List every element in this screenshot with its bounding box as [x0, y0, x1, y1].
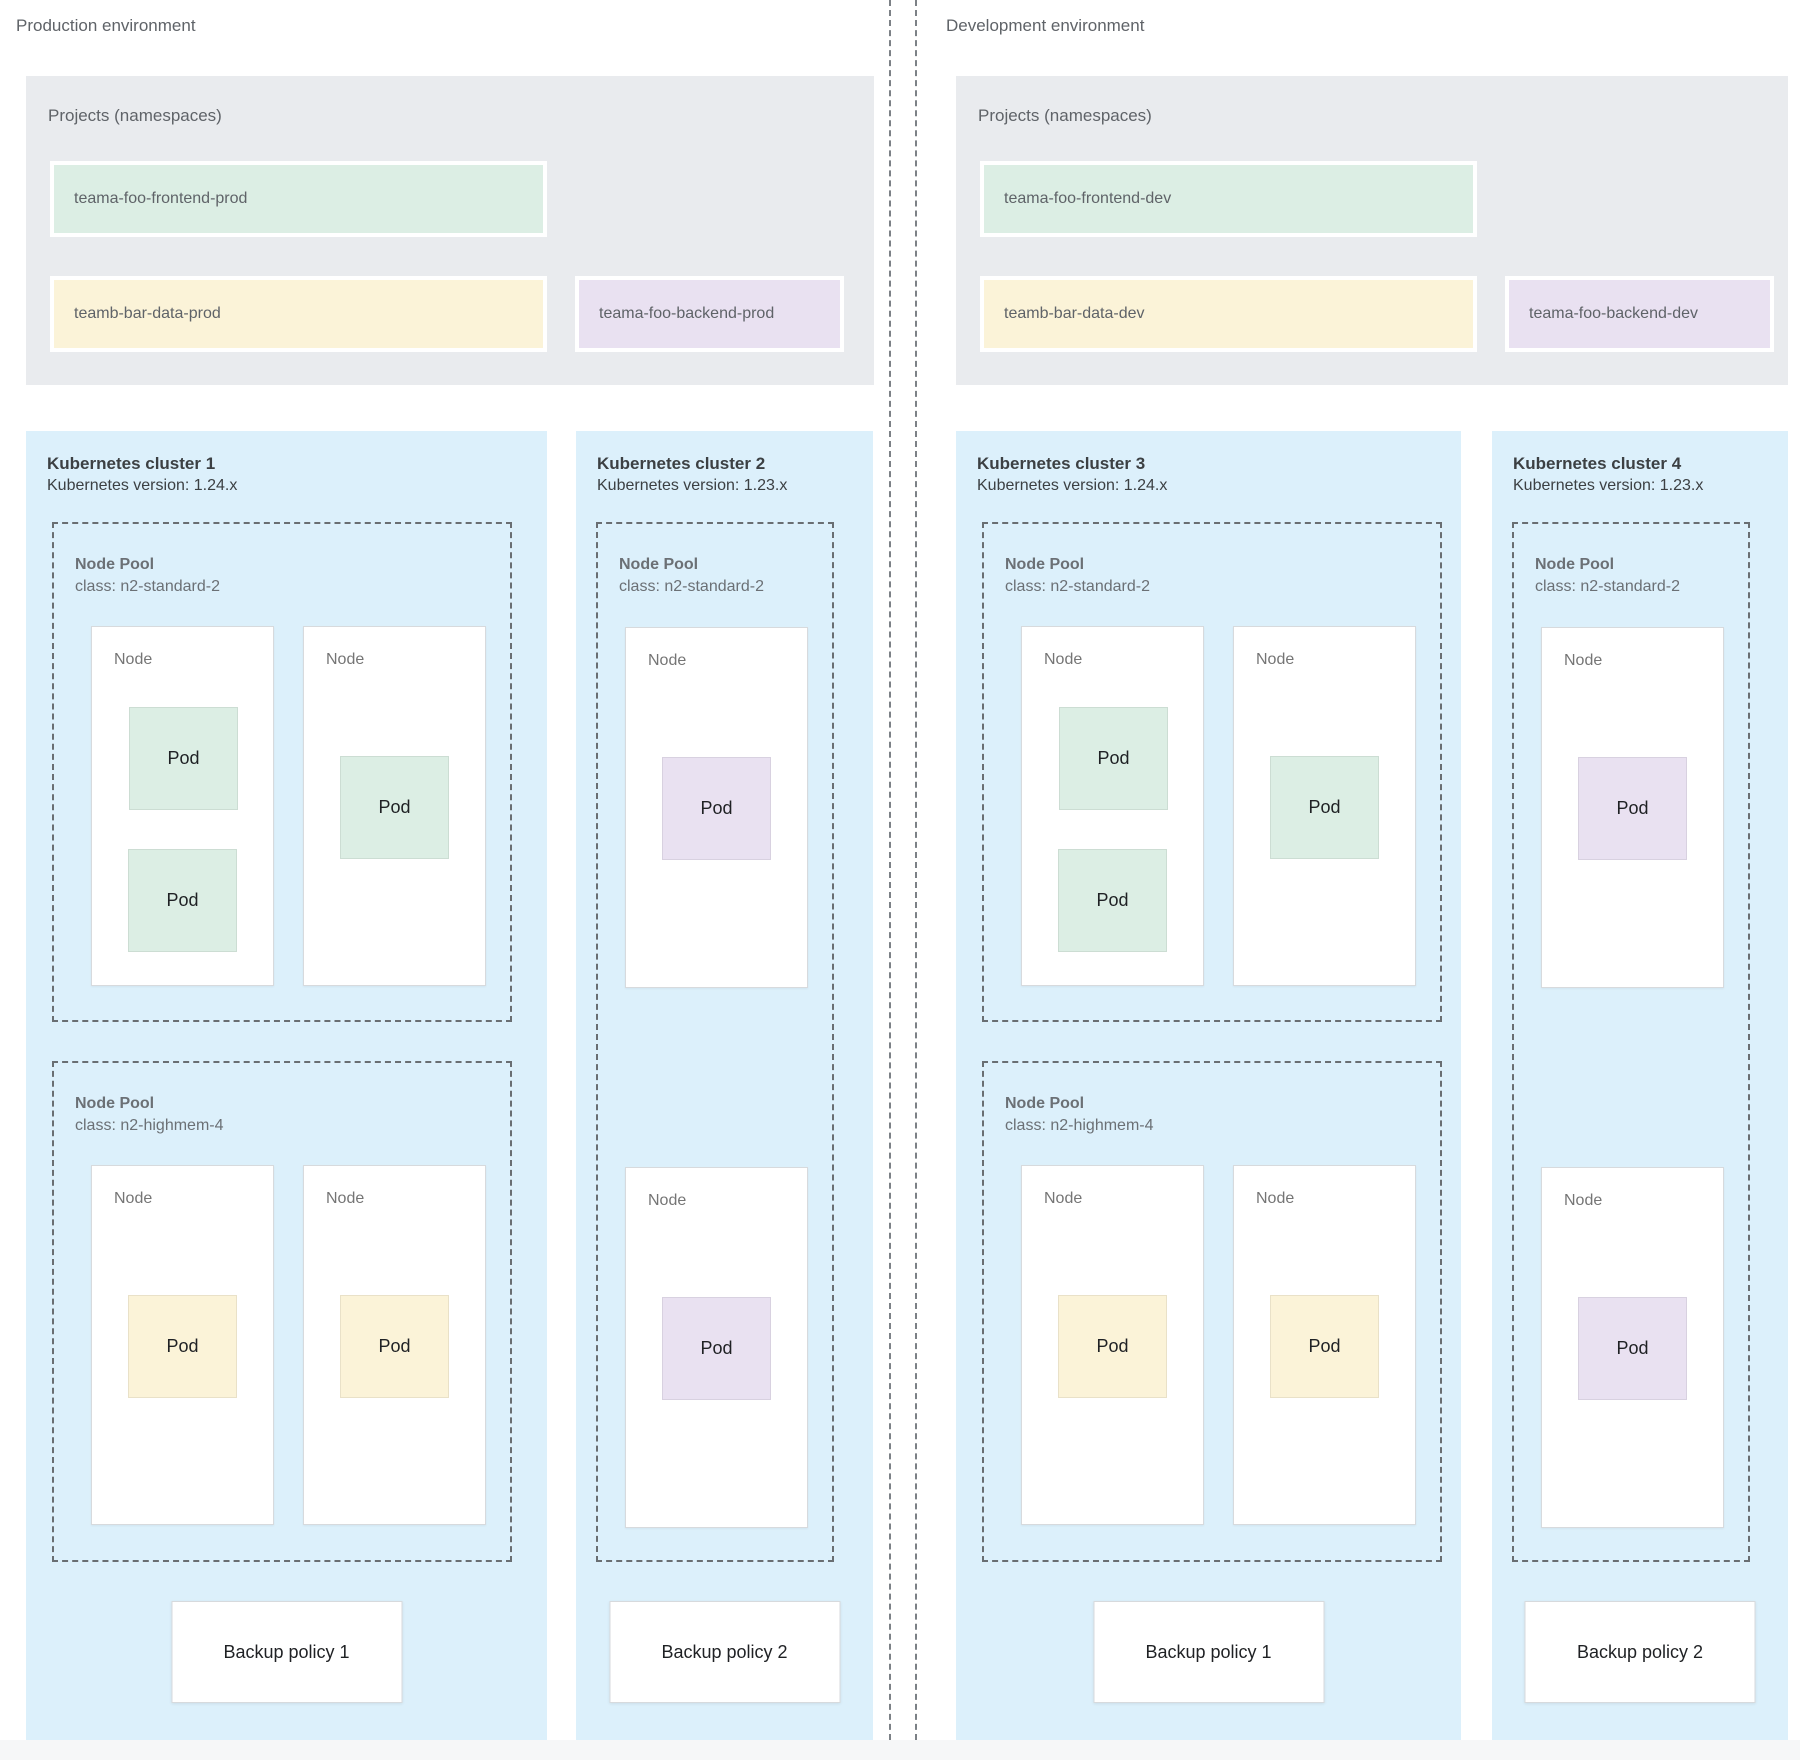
cluster-header: Kubernetes cluster 2 Kubernetes version:… [597, 453, 787, 497]
cluster-header: Kubernetes cluster 3 Kubernetes version:… [977, 453, 1167, 497]
node-label: Node [326, 1190, 365, 1207]
node-label: Node [1564, 652, 1603, 669]
node-box: Node Pod [303, 626, 486, 986]
cluster-header: Kubernetes cluster 1 Kubernetes version:… [47, 453, 237, 497]
node-box: Node Pod Pod [91, 626, 274, 986]
cluster-version: Kubernetes version: 1.23.x [597, 477, 788, 495]
node-pool-name: Node Pool [1005, 1095, 1085, 1112]
node-pool-label: Node Pool class: n2-standard-2 [75, 554, 220, 597]
kubernetes-cluster-card: Kubernetes cluster 1 Kubernetes version:… [26, 431, 547, 1740]
pod-box: Pod [128, 849, 237, 952]
cluster-header: Kubernetes cluster 4 Kubernetes version:… [1513, 453, 1703, 497]
kubernetes-cluster-card: Kubernetes cluster 3 Kubernetes version:… [956, 431, 1461, 1740]
node-box: Node Pod [303, 1165, 486, 1525]
node-label: Node [114, 1190, 153, 1207]
cluster-title: Kubernetes cluster 2 [597, 454, 766, 473]
node-pool: Node Pool class: n2-highmem-4 Node Pod N… [52, 1061, 512, 1562]
pod-box: Pod [340, 1295, 449, 1398]
node-box: Node Pod Pod [1021, 626, 1204, 986]
pod-box: Pod [1578, 757, 1687, 860]
node-pool: Node Pool class: n2-standard-2 Node Pod … [982, 522, 1442, 1022]
node-pool-label: Node Pool class: n2-highmem-4 [1005, 1093, 1154, 1136]
projects-namespaces-panel: Projects (namespaces) teama-foo-frontend… [26, 76, 874, 385]
panel-title: Projects (namespaces) [978, 106, 1152, 125]
node-label: Node [1256, 1190, 1295, 1207]
node-pool-name: Node Pool [75, 1095, 155, 1112]
pod-box: Pod [340, 756, 449, 859]
node-pool-name: Node Pool [1535, 556, 1615, 573]
node-label: Node [1564, 1192, 1603, 1209]
node-pool-name: Node Pool [75, 556, 155, 573]
pod-box: Pod [1058, 849, 1167, 952]
pod-box: Pod [1059, 707, 1168, 810]
backup-policy-box: Backup policy 1 [171, 1601, 402, 1703]
cluster-version: Kubernetes version: 1.24.x [977, 477, 1168, 495]
node-pool-label: Node Pool class: n2-standard-2 [1005, 554, 1150, 597]
backup-policy-box: Backup policy 2 [1524, 1601, 1756, 1703]
panel-title: Projects (namespaces) [48, 106, 222, 125]
node-pool: Node Pool class: n2-highmem-4 Node Pod N… [982, 1061, 1442, 1562]
environment-divider [889, 0, 917, 1760]
node-box: Node Pod [1233, 626, 1416, 986]
projects-namespaces-panel: Projects (namespaces) teama-foo-frontend… [956, 76, 1788, 385]
kubernetes-cluster-card: Kubernetes cluster 4 Kubernetes version:… [1492, 431, 1788, 1740]
pod-box: Pod [1270, 1295, 1379, 1398]
node-pool: Node Pool class: n2-standard-2 Node Pod … [1512, 522, 1750, 1562]
environment-label: Development environment [946, 16, 1145, 35]
node-pool-name: Node Pool [619, 556, 699, 573]
pod-box: Pod [128, 1295, 237, 1398]
namespace-chip: teama-foo-backend-dev [1505, 276, 1774, 352]
page-bottom-strip [0, 1740, 1800, 1760]
namespace-chip: teamb-bar-data-dev [980, 276, 1477, 352]
namespace-chip: teama-foo-backend-prod [575, 276, 844, 352]
node-pool-label: Node Pool class: n2-highmem-4 [75, 1093, 224, 1136]
node-pool-class: class: n2-standard-2 [1005, 577, 1150, 595]
cluster-version: Kubernetes version: 1.23.x [1513, 477, 1704, 495]
node-box: Node Pod [1233, 1165, 1416, 1525]
pod-box: Pod [662, 1297, 771, 1400]
node-pool-class: class: n2-standard-2 [619, 577, 764, 595]
node-box: Node Pod [625, 1167, 808, 1528]
node-pool-class: class: n2-standard-2 [75, 577, 220, 595]
node-pool-class: class: n2-highmem-4 [75, 1116, 224, 1134]
node-label: Node [1256, 651, 1295, 668]
production-environment-section: Production environment Projects (namespa… [0, 0, 874, 1760]
node-label: Node [648, 652, 687, 669]
node-pool-label: Node Pool class: n2-standard-2 [1535, 554, 1680, 597]
pod-box: Pod [1058, 1295, 1167, 1398]
node-pool-class: class: n2-standard-2 [1535, 577, 1680, 595]
node-box: Node Pod [1021, 1165, 1204, 1525]
node-label: Node [326, 651, 365, 668]
pod-box: Pod [1578, 1297, 1687, 1400]
pod-box: Pod [662, 757, 771, 860]
node-pool-class: class: n2-highmem-4 [1005, 1116, 1154, 1134]
pod-box: Pod [1270, 756, 1379, 859]
node-pool: Node Pool class: n2-standard-2 Node Pod … [52, 522, 512, 1022]
cluster-title: Kubernetes cluster 4 [1513, 454, 1682, 473]
development-environment-section: Development environment Projects (namesp… [930, 0, 1788, 1760]
namespace-chip: teama-foo-frontend-prod [50, 161, 547, 237]
node-box: Node Pod [1541, 627, 1724, 988]
node-label: Node [1044, 651, 1083, 668]
node-label: Node [1044, 1190, 1083, 1207]
backup-policy-box: Backup policy 1 [1093, 1601, 1324, 1703]
kubernetes-cluster-card: Kubernetes cluster 2 Kubernetes version:… [576, 431, 873, 1740]
node-label: Node [648, 1192, 687, 1209]
cluster-title: Kubernetes cluster 3 [977, 454, 1146, 473]
node-box: Node Pod [1541, 1167, 1724, 1528]
node-pool-name: Node Pool [1005, 556, 1085, 573]
node-pool: Node Pool class: n2-standard-2 Node Pod … [596, 522, 834, 1562]
cluster-version: Kubernetes version: 1.24.x [47, 477, 238, 495]
node-box: Node Pod [625, 627, 808, 988]
namespace-chip: teamb-bar-data-prod [50, 276, 547, 352]
node-box: Node Pod [91, 1165, 274, 1525]
node-pool-label: Node Pool class: n2-standard-2 [619, 554, 764, 597]
environment-label: Production environment [16, 16, 196, 35]
backup-policy-box: Backup policy 2 [609, 1601, 840, 1703]
namespace-chip: teama-foo-frontend-dev [980, 161, 1477, 237]
node-label: Node [114, 651, 153, 668]
pod-box: Pod [129, 707, 238, 810]
cluster-title: Kubernetes cluster 1 [47, 454, 216, 473]
